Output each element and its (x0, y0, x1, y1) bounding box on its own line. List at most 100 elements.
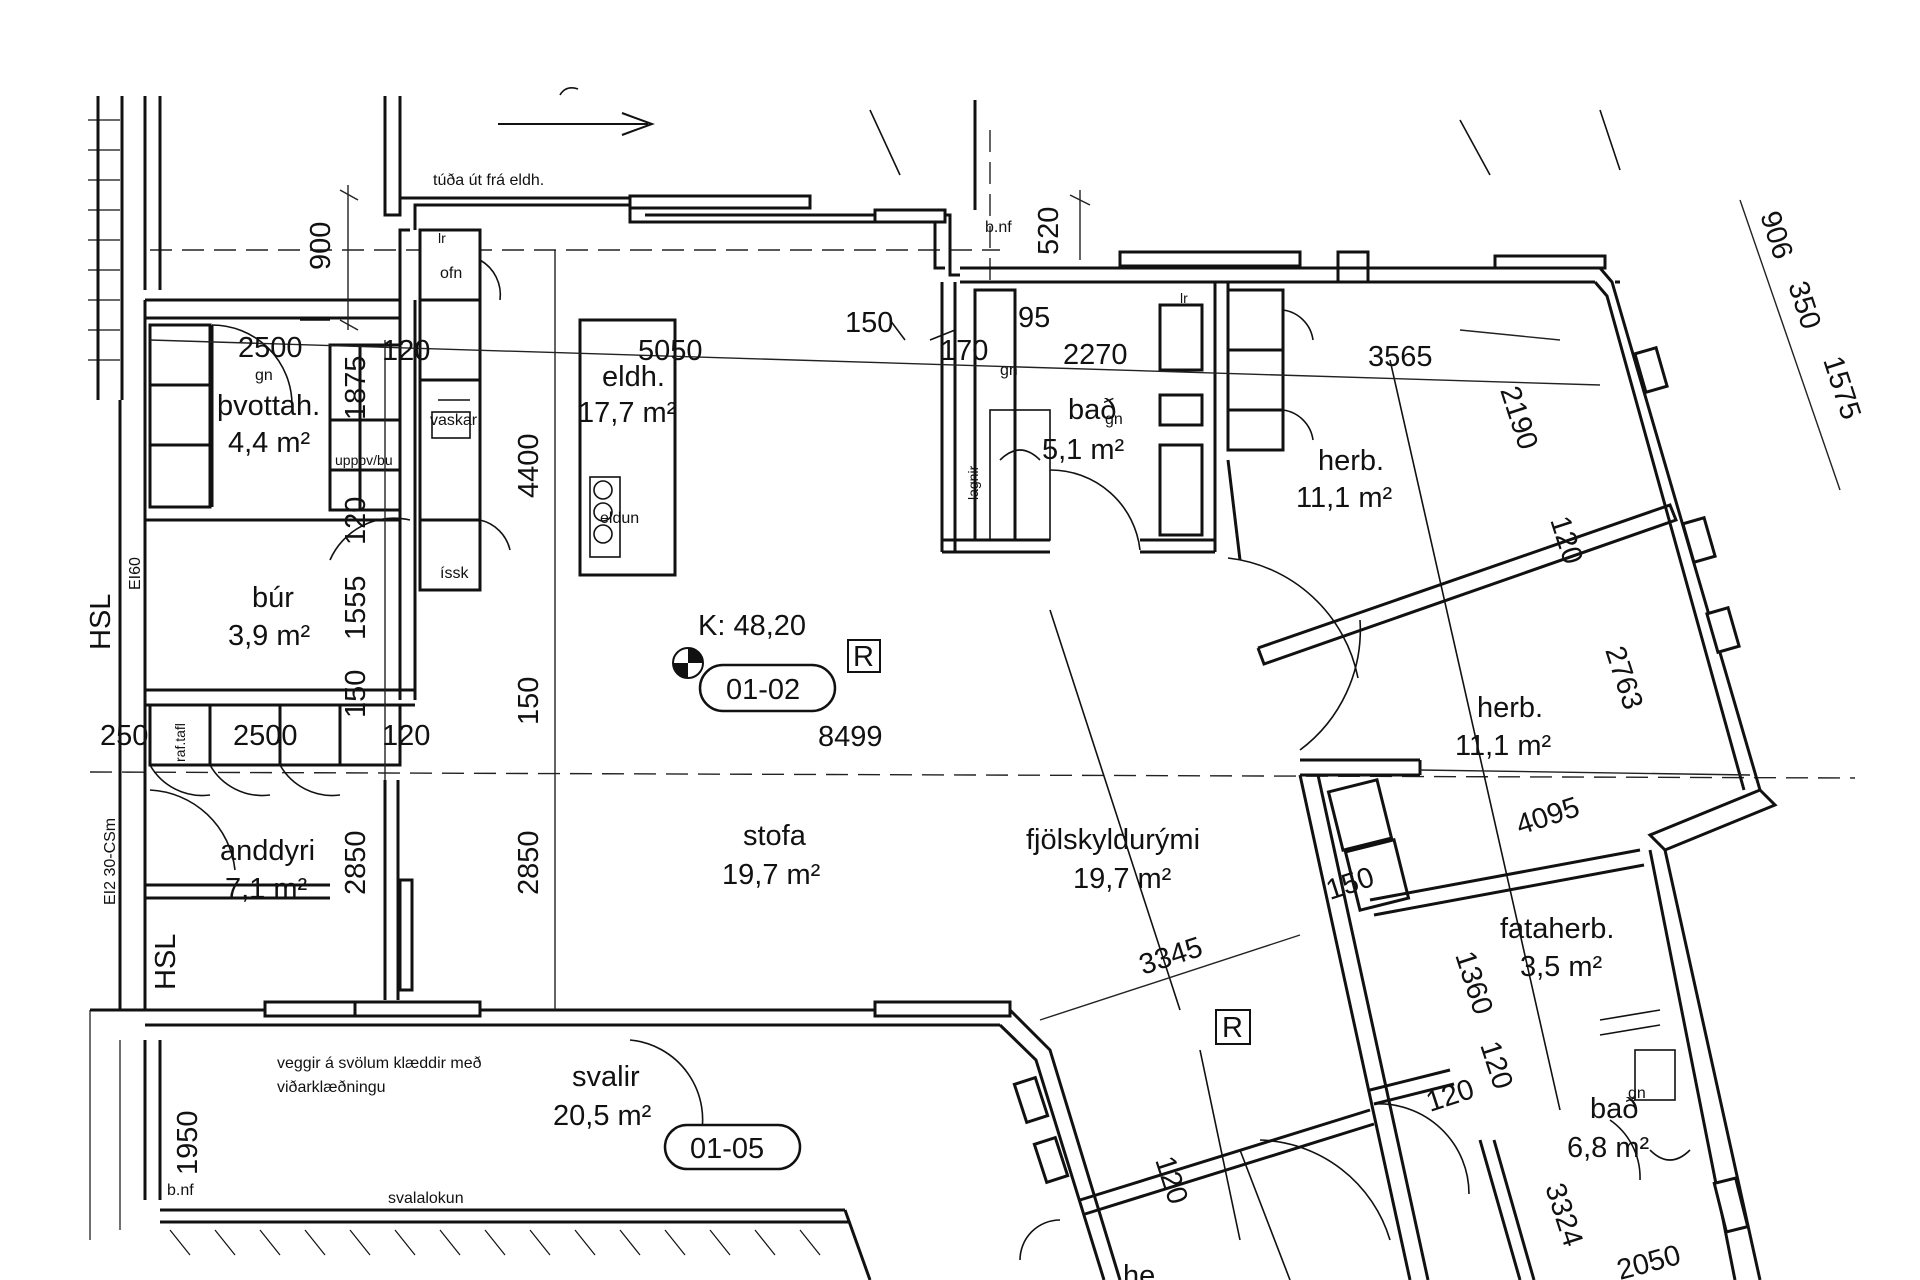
dim-150-top: 150 (845, 307, 893, 339)
label-svalalokun: svalalokun (388, 1190, 464, 1207)
label-level: K: 48,20 (698, 610, 806, 642)
dim-120-bottom: 120 (382, 720, 430, 752)
entrance-walls (145, 780, 414, 1000)
dim-1875: 1875 (340, 355, 372, 420)
dim-150-center: 150 (513, 677, 545, 725)
grid-lines (89, 109, 1856, 1280)
label-bnf-top: b.nf (985, 219, 1012, 236)
label-gn-2: gn (1000, 362, 1018, 379)
zone-1-oval (698, 663, 837, 713)
dim-520: 520 (1033, 207, 1065, 255)
dim-350: 350 (1781, 277, 1826, 333)
dim-3324: 3324 (1538, 1179, 1588, 1250)
room-herb2-area: 11,1 m² (1455, 730, 1552, 762)
label-lagnir: lagnir (965, 465, 981, 500)
room-bad2-area: 6,8 m² (1567, 1132, 1650, 1164)
r-box-1 (847, 639, 881, 673)
kitchen-counters (418, 228, 677, 592)
dim-4095: 4095 (1512, 791, 1583, 841)
room-bad2-name: bað (1590, 1093, 1638, 1125)
dim-906: 906 (1753, 207, 1798, 263)
label-eldun: eldun (600, 510, 639, 527)
r-box-2 (1215, 1009, 1251, 1045)
room-herb1-area: 11,1 m² (1296, 482, 1393, 514)
dim-2850-left: 2850 (340, 830, 372, 895)
label-issk: íssk (440, 565, 469, 582)
room-svalir-name: svalir (572, 1061, 640, 1093)
room-fjolsk-name: fjölskyldurými (1026, 824, 1200, 856)
room-fataherb-name: fataherb. (1500, 913, 1614, 945)
label-hsl-1: HSL (85, 594, 117, 650)
room-partial-name: he (1123, 1260, 1155, 1280)
right-exterior-wall (1593, 267, 1778, 1280)
dim-120-mid: 120 (340, 497, 372, 545)
dim-150-left: 150 (340, 670, 372, 718)
label-ei60: EI60 (127, 557, 144, 590)
label-zone-1: 01-02 (726, 674, 800, 706)
label-gn-1: gn (255, 367, 273, 384)
room-bur-name: búr (252, 582, 294, 614)
annotation-labels: túða út frá eldh. b.nf ofn lr vaskar upp… (85, 172, 1243, 1207)
room-herb1-name: herb. (1318, 445, 1384, 477)
room-stofa-area: 19,7 m² (722, 859, 821, 891)
bedroom-partition (1227, 503, 1678, 777)
room-bad1-name: bað (1068, 394, 1116, 426)
dim-4400: 4400 (513, 433, 545, 498)
room-fjolsk-area: 19,7 m² (1073, 863, 1172, 895)
dim-900: 900 (305, 222, 337, 270)
dim-95: 95 (1018, 302, 1050, 334)
balcony-walls (143, 1000, 1391, 1280)
label-rafta: raf.tafl (172, 723, 188, 762)
room-herb2-name: herb. (1477, 692, 1543, 724)
label-r-1: R (853, 641, 874, 673)
dim-120-bottom-left: 120 (1148, 1152, 1193, 1208)
label-lr-top: lr (438, 230, 446, 246)
dim-1950: 1950 (172, 1110, 204, 1175)
label-veggir-2: viðarklæðningu (277, 1079, 386, 1096)
label-bnf-bottom: b.nf (167, 1182, 194, 1199)
dim-2270: 2270 (1063, 339, 1128, 371)
room-thvottah-area: 4,4 m² (228, 427, 311, 459)
dim-2500-bottom: 2500 (233, 720, 298, 752)
room-anddyri-area: 7,1 m² (225, 873, 308, 905)
room-bur-area: 3,9 m² (228, 620, 311, 652)
dressing-room-walls (1298, 760, 1691, 1280)
room-stofa-name: stofa (743, 820, 807, 852)
zone-markers (663, 639, 1251, 1171)
dim-1555: 1555 (340, 575, 372, 640)
room-svalir-area: 20,5 m² (553, 1100, 652, 1132)
room-eldh-area: 17,7 m² (578, 397, 677, 429)
label-hsl-2: HSL (150, 934, 182, 990)
level-marker-icon (672, 647, 704, 679)
dim-8499: 8499 (818, 721, 883, 753)
dim-120-bath: 120 (1422, 1073, 1478, 1118)
bedroom-1-closets (1226, 288, 1314, 561)
room-bad2-suffix: gn (1628, 1085, 1646, 1102)
dim-120-closet: 120 (1473, 1037, 1518, 1093)
dim-170: 170 (940, 335, 988, 367)
label-r-2: R (1222, 1012, 1243, 1044)
dim-2850-center: 2850 (513, 830, 545, 895)
bathroom-1 (940, 282, 1230, 554)
room-bad1-suffix: gn (1105, 411, 1123, 428)
label-ei230: EI2 30-CSm (102, 818, 119, 905)
room-labels: þvottah. 4,4 m² eldh. 17,7 m² bað gn 5,1… (217, 361, 1650, 1280)
room-anddyri-name: anddyri (220, 835, 315, 867)
zone-2-oval (663, 1123, 802, 1171)
left-exterior-wall (88, 96, 402, 1240)
dim-2763: 2763 (1598, 642, 1648, 713)
room-eldh-name: eldh. (602, 361, 665, 393)
label-zone-2: 01-05 (690, 1133, 764, 1165)
dim-2050: 2050 (1614, 1239, 1685, 1280)
dimension-lines (149, 185, 1841, 1021)
label-ofn: ofn (440, 265, 462, 282)
arrow-icon (498, 87, 655, 136)
dim-2500-top: 2500 (238, 332, 303, 364)
label-uppthv: uppþv/bu (335, 452, 393, 468)
label-vaskar: vaskar (430, 412, 478, 429)
dim-250: 250 (100, 720, 148, 752)
dim-3345: 3345 (1135, 931, 1206, 981)
top-exterior-wall (383, 100, 1607, 318)
room-thvottah-name: þvottah. (217, 390, 320, 422)
